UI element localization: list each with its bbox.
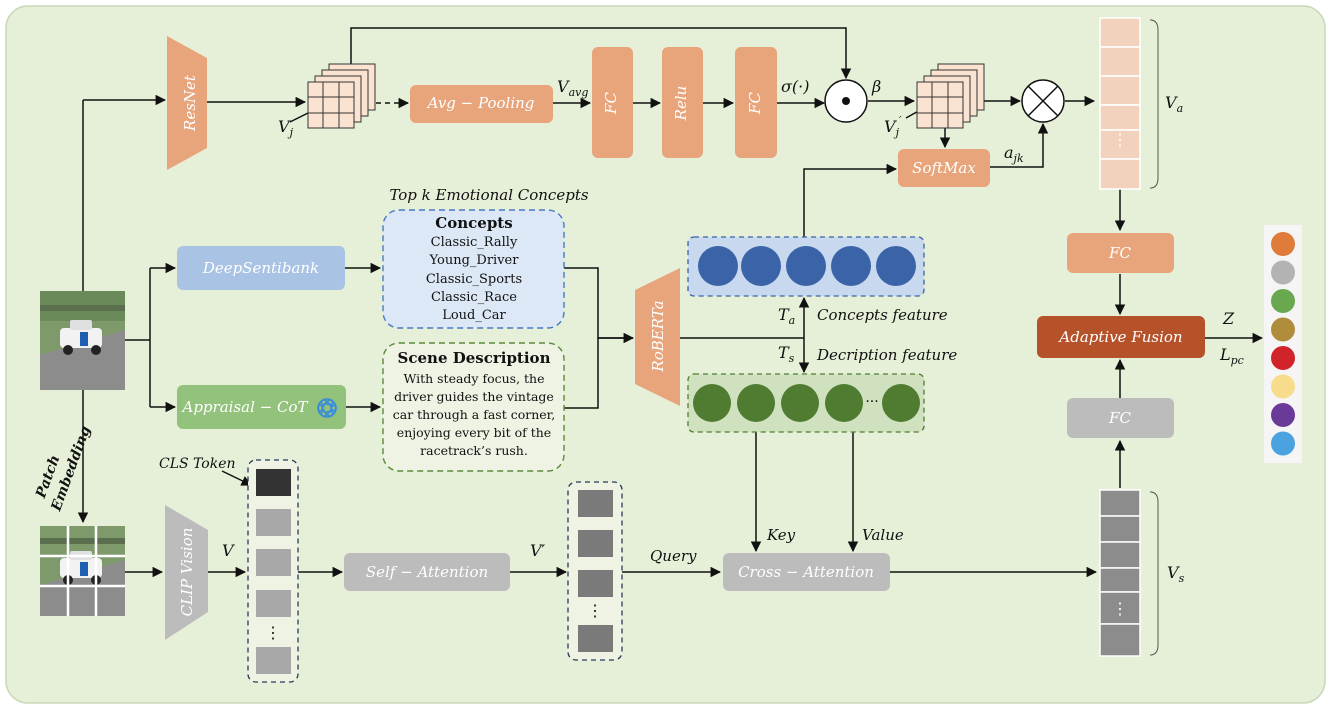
openai-logo-icon (317, 398, 337, 418)
output-classes (1264, 225, 1302, 463)
output-class-dot (1271, 289, 1295, 313)
cross-attention-box: Cross − Attention (723, 553, 890, 591)
svg-text:FC: FC (1108, 244, 1131, 262)
v-token-ellipsis: ⋮ (265, 623, 281, 642)
feature-maps-vj (307, 63, 376, 129)
svg-text:Cross − Attention: Cross − Attention (738, 563, 874, 581)
ta-label: Ta (778, 305, 795, 327)
concept-item: Young_Driver (429, 253, 520, 268)
fc-box-2: FC (735, 47, 777, 158)
output-class-dot (1271, 374, 1295, 399)
output-class-dot (1271, 232, 1295, 256)
avg-pooling-box: Avg − Pooling (410, 85, 553, 123)
va-brace (1149, 19, 1159, 189)
roberta-module: RoBERTa (635, 268, 680, 406)
svg-text:SoftMax: SoftMax (912, 159, 976, 177)
vj-prime-label: Vj′ (884, 114, 902, 139)
beta-label: β (871, 77, 881, 96)
resnet-module: ResNet (167, 36, 207, 170)
description-feature-vector (687, 373, 925, 433)
v-avg-label: Vavg (557, 77, 588, 99)
output-class-dot (1271, 403, 1295, 427)
fc-box-1: FC (592, 47, 633, 158)
concepts-feature-label: Concepts feature (817, 306, 948, 324)
softmax-box: SoftMax (898, 149, 990, 187)
concepts-title: Concepts (435, 214, 512, 232)
deepsentibank-box: DeepSentibank (177, 246, 345, 290)
fc-a-box: FC (1067, 233, 1174, 273)
vs-label: Vs (1167, 563, 1185, 585)
v-prime-ellipsis: ⋮ (587, 601, 603, 620)
svg-text:Self − Attention: Self − Attention (366, 563, 488, 581)
svg-text:Appraisal − CoT: Appraisal − CoT (180, 398, 308, 416)
key-label: Key (766, 526, 796, 544)
l-pc-label: Lpc (1219, 345, 1244, 367)
svg-text:FC: FC (1108, 409, 1131, 427)
feature-maps-vj-prime (916, 63, 985, 129)
scene-line: car through a fast corner, (393, 407, 556, 422)
dot-product-icon (824, 79, 868, 123)
va-ellipsis: ⋮ (1112, 130, 1128, 149)
patched-image (40, 526, 125, 616)
va-label: Va (1165, 93, 1183, 115)
scene-line: racetrack’s rush. (420, 443, 528, 458)
self-attention-box: Self − Attention (344, 553, 510, 591)
output-class-dot (1271, 346, 1295, 370)
svg-text:FC: FC (602, 92, 620, 115)
v-prime-label: V′ (530, 541, 546, 560)
resnet-label: ResNet (181, 74, 199, 132)
scene-line: enjoying every bit of the (397, 425, 551, 440)
fc-s-box: FC (1067, 398, 1174, 438)
svg-text:CLIP Vision: CLIP Vision (178, 528, 196, 617)
clip-vision-module: CLIP Vision (165, 505, 208, 640)
description-feature-label: Decription feature (816, 346, 957, 364)
z-label: Z (1222, 309, 1235, 328)
ts-label: Ts (778, 343, 795, 365)
vs-brace (1149, 491, 1159, 656)
v-token-column (247, 459, 299, 683)
svg-text:Adaptive Fusion: Adaptive Fusion (1057, 328, 1182, 346)
value-label: Value (862, 526, 904, 544)
relu-box: Relu (662, 47, 703, 158)
vs-ellipsis: ⋮ (1112, 599, 1128, 618)
concepts-feature-vector (687, 236, 925, 297)
output-class-dot (1271, 431, 1295, 456)
scene-line: driver guides the vintage (394, 389, 554, 404)
svg-text:RoBERTa: RoBERTa (649, 300, 667, 372)
svg-text:Relu: Relu (672, 86, 690, 122)
vs-vector (1099, 489, 1141, 657)
concept-item: Classic_Race (431, 290, 517, 305)
concepts-box: Concepts Classic_Rally Young_Driver Clas… (382, 209, 565, 329)
otimes-icon (1021, 79, 1065, 123)
vj-label: Vj (278, 117, 294, 139)
svg-text:FC: FC (746, 92, 764, 115)
concept-item: Classic_Sports (426, 272, 522, 287)
va-vector (1099, 17, 1141, 190)
adaptive-fusion-box: Adaptive Fusion (1037, 316, 1205, 358)
input-image (40, 291, 125, 390)
v-prime-token-column (567, 481, 623, 661)
output-class-dot (1271, 317, 1295, 342)
top-k-label: Top k Emotional Concepts (389, 186, 588, 204)
scene-line: With steady focus, the (403, 371, 544, 386)
scene-title: Scene Description (398, 349, 551, 367)
description-ellipsis: ··· (865, 394, 878, 410)
scene-description-box: Scene Description With steady focus, the… (382, 342, 565, 472)
concept-item: Classic_Rally (431, 235, 518, 250)
avg-pooling-label: Avg − Pooling (426, 94, 535, 112)
svg-text:DeepSentibank: DeepSentibank (202, 259, 319, 277)
concept-item: Loud_Car (442, 308, 506, 323)
appraisal-cot-box: Appraisal − CoT (177, 385, 346, 429)
cls-token-label: CLS Token (159, 456, 236, 472)
sigma-label: σ(·) (781, 77, 810, 96)
output-class-dot (1271, 260, 1295, 285)
v-label: V (222, 541, 235, 560)
a-jk-label: ajk (1004, 143, 1024, 165)
query-label: Query (650, 547, 697, 565)
